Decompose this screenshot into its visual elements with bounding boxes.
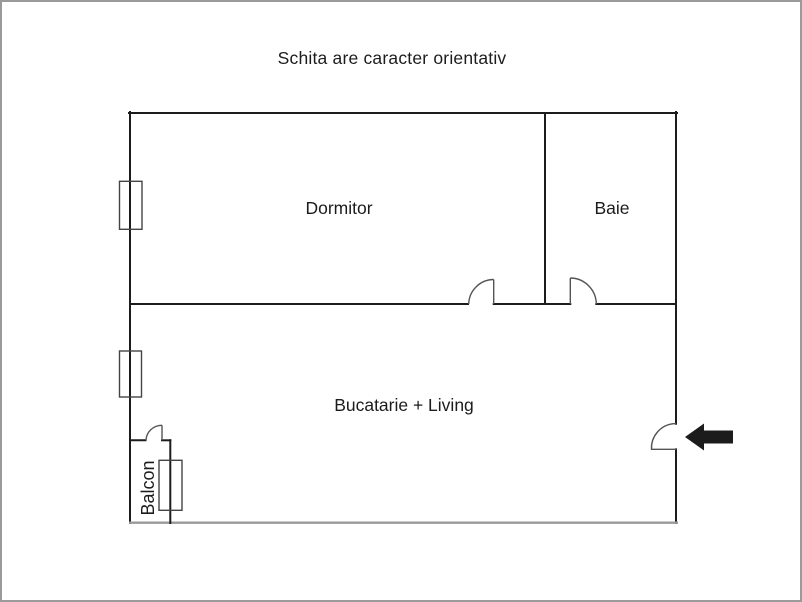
entrance-door-swing-icon <box>650 423 677 450</box>
balcon-window-icon <box>158 459 183 511</box>
balcon-label: Balcon <box>138 460 158 515</box>
bucatarie-living-label: Bucatarie + Living <box>334 395 474 415</box>
window-symbols <box>118 180 183 511</box>
dormitor-label: Dormitor <box>305 198 372 218</box>
door-symbols <box>145 277 677 450</box>
living-window-icon <box>118 350 143 398</box>
interior-walls <box>129 112 677 524</box>
dormitor-door-swing-icon <box>468 278 495 305</box>
plan-disclaimer-title: Schita are caracter orientativ <box>277 48 507 68</box>
dormitor-window-icon <box>118 180 143 231</box>
baie-label: Baie <box>594 198 629 218</box>
balcon-door-swing-icon <box>145 424 163 441</box>
entrance-arrow-icon <box>685 423 733 451</box>
exterior-walls <box>128 111 678 524</box>
baie-door-swing-icon <box>569 277 597 305</box>
